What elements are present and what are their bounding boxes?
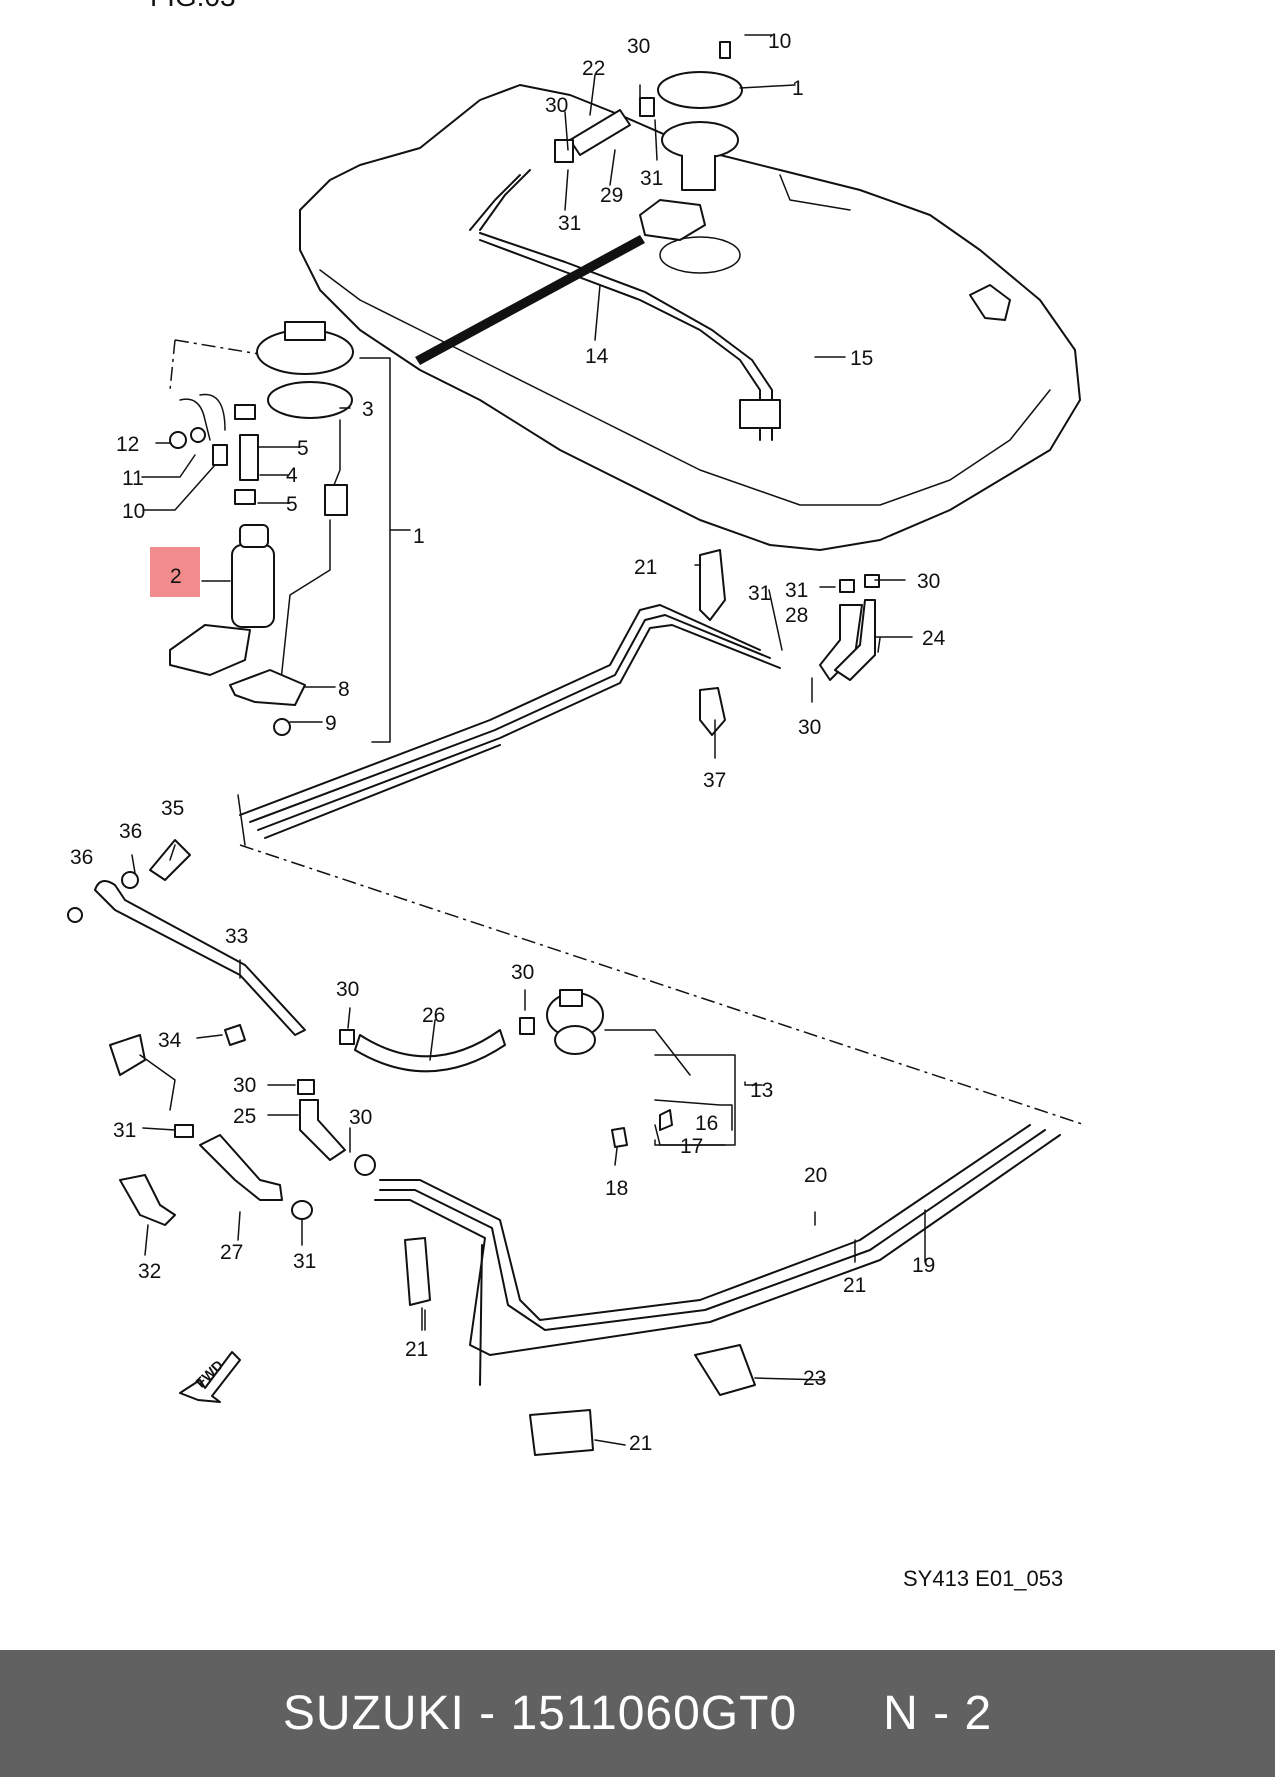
callout-34: 34 <box>158 1029 182 1052</box>
callout-32: 32 <box>138 1260 161 1283</box>
callout-1-top: 1 <box>792 77 804 100</box>
callout-27: 27 <box>220 1241 243 1264</box>
callout-13: 16 <box>695 1112 718 1135</box>
callout-22: 23 <box>803 1367 826 1390</box>
callout-24: 24 <box>922 627 946 650</box>
parts-diagram: FIG.03 <box>67 0 1086 1591</box>
callout-5-b: 5 <box>286 493 298 516</box>
fuel-pump-2 <box>169 524 306 736</box>
callout-31-right-a: 31 <box>748 582 771 605</box>
diagram-code: SY413 E01_053 <box>903 1566 1063 1591</box>
callout-1-left: 1 <box>413 525 425 548</box>
callout-33: 33 <box>225 925 248 948</box>
callout-31-tank-left: 31 <box>558 212 581 235</box>
callout-10: 12 <box>116 433 139 456</box>
callout-26: 26 <box>422 1004 445 1027</box>
callout-30-right: 30 <box>917 570 940 593</box>
fwd-arrow-icon: FWD <box>179 1351 241 1403</box>
callout-36-a: 36 <box>119 820 142 843</box>
callout-23: 22 <box>582 57 605 80</box>
callout-12: 13 <box>750 1079 773 1102</box>
callout-35: 35 <box>161 797 184 820</box>
fuel-lines <box>239 604 1086 1386</box>
callout-17: 15 <box>850 347 873 370</box>
callout-36-b: 36 <box>70 846 93 869</box>
leader-lines <box>131 34 926 1446</box>
callout-16: 14 <box>585 345 609 368</box>
callout-15: 18 <box>605 1177 628 1200</box>
highlight-part-2[interactable] <box>150 547 200 597</box>
callout-31-tank: 31 <box>640 167 663 190</box>
callout-8: 8 <box>338 678 350 701</box>
callout-21-mid: 21 <box>405 1338 428 1361</box>
footer-bar: SUZUKI - 1511060GT0 N - 2 <box>0 1650 1275 1777</box>
callout-37: 37 <box>703 769 726 792</box>
callout-30-tank-left: 30 <box>545 94 568 117</box>
callout-30-mid: 30 <box>798 716 821 739</box>
callout-19: 21 <box>843 1274 866 1297</box>
callout-30-left: 30 <box>233 1074 256 1097</box>
brand-separator: - <box>464 1687 511 1740</box>
callout-30-top: 30 <box>627 35 650 58</box>
callout-30-upper: 30 <box>511 961 534 984</box>
tank-pump-unit <box>639 41 743 241</box>
callout-31-left: 31 <box>113 1119 136 1142</box>
callout-25: 25 <box>233 1105 256 1128</box>
part-number: 1511060GT0 <box>510 1687 798 1740</box>
callout-20: 20 <box>804 1164 827 1187</box>
callout-31-bottom: 31 <box>293 1250 316 1273</box>
callout-9: 9 <box>325 712 337 735</box>
callout-5-a: 5 <box>297 437 309 460</box>
callout-labels: 30 10 22 1 30 31 29 31 14 15 3 12 5 11 4… <box>70 30 946 1455</box>
callout-4: 4 <box>286 464 298 487</box>
callout-2: 2 <box>170 565 182 588</box>
brand-name: SUZUKI <box>282 1687 465 1740</box>
callout-21-bottom: 21 <box>629 1432 652 1455</box>
callout-3: 3 <box>362 398 374 421</box>
header-partial: FIG.03 <box>150 0 236 12</box>
callout-31-right-b: 31 <box>785 579 808 602</box>
callout-14: 17 <box>680 1135 703 1158</box>
callout-7: 11 <box>122 467 144 490</box>
footer-title: SUZUKI - 1511060GT0 N - 2 <box>283 1686 992 1741</box>
small-parts <box>67 549 880 1456</box>
callout-30-low: 30 <box>349 1106 372 1129</box>
footer-gap <box>797 1687 883 1740</box>
callout-30-hose: 30 <box>336 978 359 1001</box>
callout-6: 10 <box>122 500 145 523</box>
callout-28: 28 <box>785 604 808 627</box>
callout-29: 29 <box>600 184 623 207</box>
pointer-arrow <box>415 235 645 365</box>
callout-21-top: 21 <box>634 556 657 579</box>
callout-11: 10 <box>768 30 791 53</box>
callout-18: 19 <box>912 1254 935 1277</box>
pump-assembly <box>169 321 411 743</box>
page-ref: N - 2 <box>883 1687 993 1740</box>
